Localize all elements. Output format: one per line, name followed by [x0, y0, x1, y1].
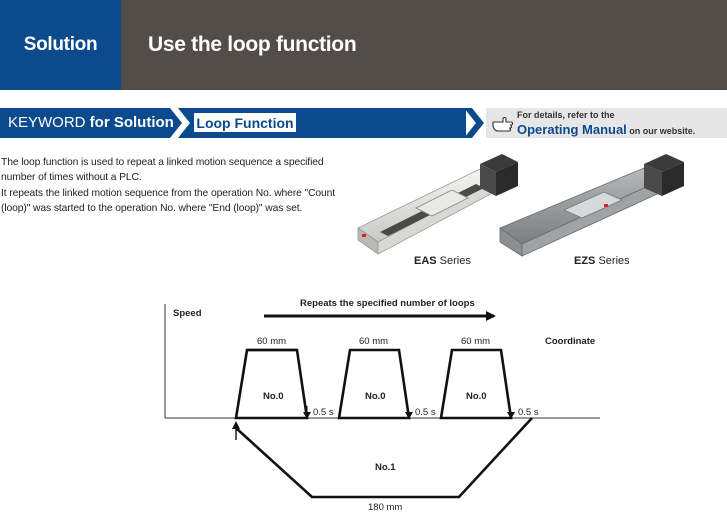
- ezs-series-label: EZS Series: [574, 255, 630, 267]
- coordinate-axis-label: Coordinate: [545, 336, 596, 347]
- loop-distance-label: 180 mm: [368, 502, 403, 513]
- page-title: Use the loop function: [121, 0, 727, 90]
- loop-start-arrowhead: [232, 421, 240, 429]
- chevron-right-icon: [464, 108, 484, 138]
- eas-actuator-image: [357, 154, 518, 255]
- description: The loop function is used to repeat a li…: [1, 155, 351, 216]
- keyword-label: KEYWORD for Solution: [8, 108, 174, 138]
- wait-arrowhead-1: [303, 412, 311, 419]
- description-paragraph-1: The loop function is used to repeat a li…: [1, 157, 324, 184]
- distance-label-3: 60 mm: [461, 336, 491, 347]
- description-paragraph-2: It repeats the linked motion sequence fr…: [1, 187, 336, 214]
- eas-series-label: EAS Series: [414, 255, 471, 267]
- reference-tail: on our website.: [626, 126, 696, 136]
- speed-profile-3: [439, 348, 513, 420]
- op-label-3: No.0: [466, 391, 487, 402]
- eas-series-code: EAS: [414, 255, 437, 267]
- distance-label-1: 60 mm: [257, 336, 287, 347]
- repeat-arrowhead: [486, 311, 496, 321]
- op-label-2: No.0: [365, 391, 386, 402]
- speed-profile-2: [337, 348, 411, 420]
- keyword-suffix: for Solution: [85, 114, 174, 131]
- repeat-label: Repeats the specified number of loops: [300, 298, 475, 309]
- loop-op-label: No.1: [375, 462, 396, 473]
- wait-label-3: 0.5 s: [518, 407, 539, 418]
- op-label-1: No.0: [263, 391, 284, 402]
- operating-manual-link[interactable]: Operating Manual: [517, 122, 627, 137]
- pointing-hand-icon: [492, 116, 514, 132]
- reference-note: For details, refer to the: [517, 110, 615, 120]
- ezs-actuator-image: [499, 154, 684, 257]
- chevron-right-icon: [170, 108, 190, 138]
- solution-badge: Solution: [0, 0, 121, 90]
- wait-label-2: 0.5 s: [415, 407, 436, 418]
- distance-label-2: 60 mm: [359, 336, 389, 347]
- keyword-prefix: KEYWORD: [8, 114, 86, 131]
- ezs-series-code: EZS: [574, 255, 596, 267]
- speed-profile-1: [234, 348, 309, 420]
- wait-label-1: 0.5 s: [313, 407, 334, 418]
- eas-series-suffix: Series: [436, 255, 471, 267]
- wait-arrowhead-3: [507, 412, 515, 419]
- keyword-box: Loop Function: [193, 112, 297, 133]
- speed-axis-label: Speed: [173, 308, 202, 319]
- reference-link-line: Operating Manual on our website.: [517, 121, 695, 139]
- loop-profile: [235, 417, 533, 499]
- ezs-series-suffix: Series: [595, 255, 630, 267]
- reference-box: [486, 108, 727, 138]
- wait-arrowhead-2: [405, 412, 413, 419]
